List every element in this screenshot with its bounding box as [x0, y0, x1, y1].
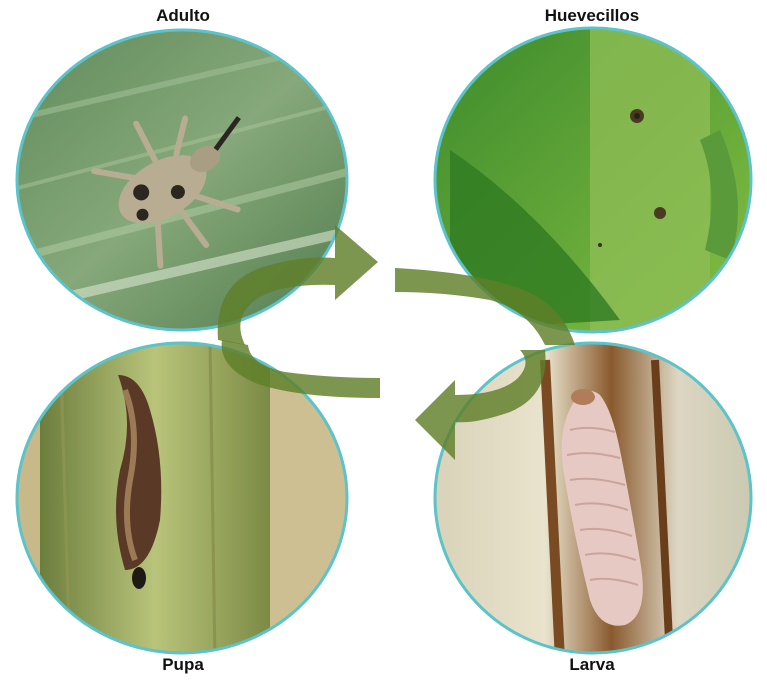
larva-photo: [430, 340, 760, 660]
adult-photo: [10, 25, 355, 335]
